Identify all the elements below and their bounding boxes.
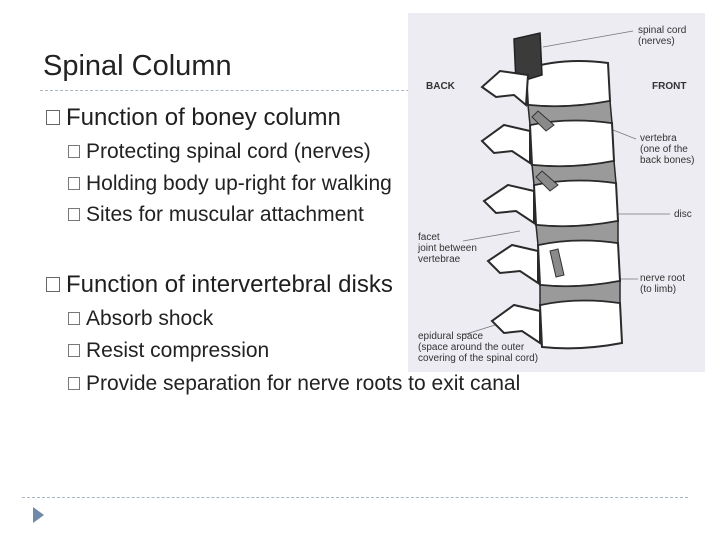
sub-bullet: Protecting spinal cord (nerves) [68,140,371,164]
footer-divider [22,497,688,498]
bullet-function-boney-column: Function of boney column [46,104,341,132]
sub-bullet: Resist compression [68,339,269,363]
bullet-box-icon [68,312,80,325]
label-spinal-cord: spinal cord (nerves) [638,25,687,47]
front-label: FRONT [652,81,687,92]
label-epidural-space: epidural space (space around the outer c… [418,331,539,364]
label-nerve-root: nerve root (to limb) [640,273,686,295]
bullet-box-icon [68,145,80,158]
label-vertebra: vertebra (one of the back bones) [640,133,695,166]
bullet-box-icon [46,277,60,292]
slide-title: Spinal Column [43,50,232,82]
spine-drawing [462,30,670,350]
label-facet: facet joint between vertebrae [418,232,477,265]
label-disc: disc [674,209,692,220]
sub-bullet: Holding body up-right for walking [68,172,392,196]
sub-bullet: Provide separation for nerve roots to ex… [68,372,520,396]
title-divider [40,90,690,91]
bullet-box-icon [68,208,80,221]
bullet-box-icon [68,344,80,357]
bullet-function-intervertebral-disks: Function of intervertebral disks [46,271,393,299]
bullet-box-icon [68,377,80,390]
spine-illustration: BACK FRONT spinal cord (nerves) vertebra… [408,13,705,372]
sub-bullet: Sites for muscular attachment [68,203,364,227]
bullet-box-icon [46,110,60,125]
bullet-box-icon [68,177,80,190]
back-label: BACK [426,81,455,92]
sub-bullet: Absorb shock [68,307,213,331]
play-arrow-icon [33,507,44,523]
